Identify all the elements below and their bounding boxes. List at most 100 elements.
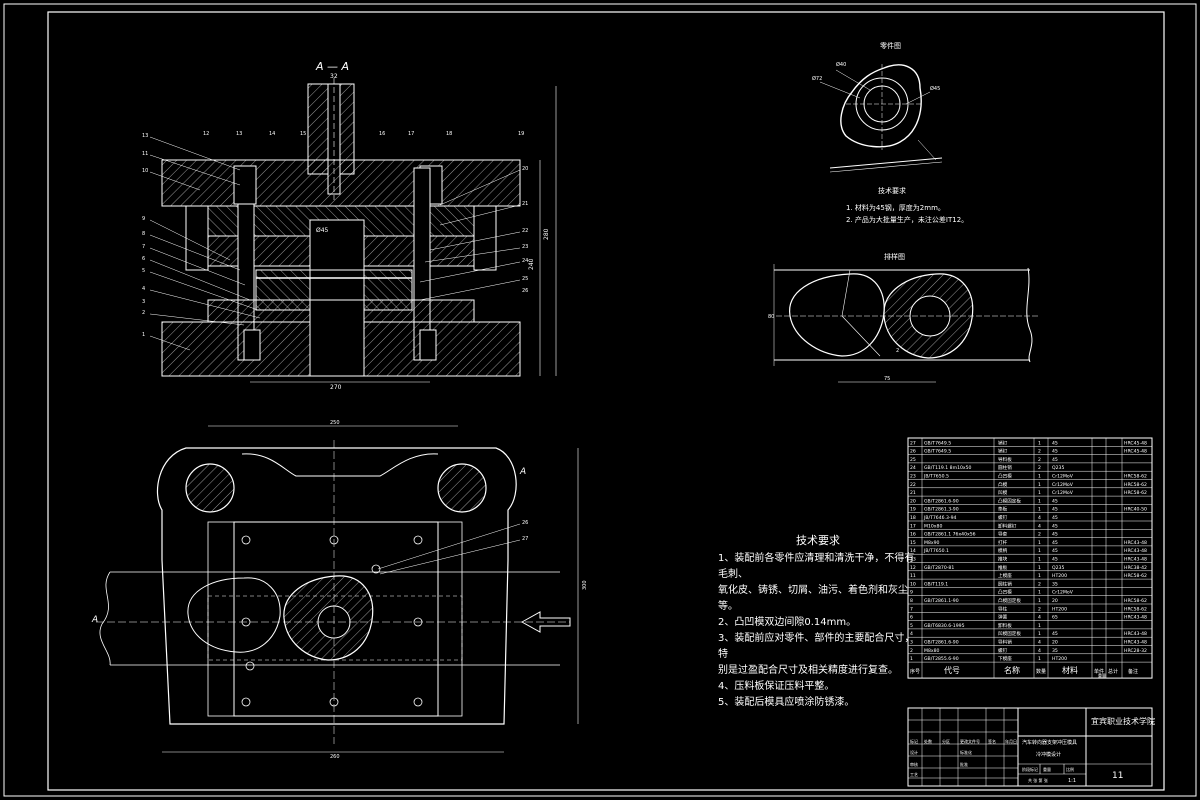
bom-cell: 螺钉 (998, 514, 1008, 521)
bom-cell: HRC58-62 (1124, 598, 1147, 604)
guide-pillar-left (185, 463, 235, 513)
bom-cell: HRC43-48 (1124, 548, 1147, 554)
bom-cell: 1 (1038, 548, 1041, 554)
bom-cell: HRC43-48 (1124, 557, 1147, 563)
bom-cell: 圆柱销 (998, 464, 1012, 471)
tb-number: 11 (1112, 771, 1123, 781)
bom-cell: HRC38-42 (1124, 565, 1147, 571)
bom-cell: 1 (1038, 540, 1041, 546)
part-dim: Ø72 (812, 75, 822, 82)
bom-cell: 凹模固定板 (998, 630, 1021, 637)
bom-cell: Cr12MoV (1052, 490, 1074, 496)
bom-cell: HRC58-62 (1124, 606, 1147, 612)
bom-cell: 20 (910, 498, 916, 504)
inner-border (47, 11, 1165, 791)
bom-cell: 6 (910, 615, 913, 621)
callout: 18 (446, 131, 452, 137)
tb-label: 批准 (960, 761, 968, 767)
outer-border (3, 3, 1197, 797)
bom-cell: Q235 (1052, 565, 1064, 571)
bom-cell: 2 (1038, 606, 1041, 612)
bom-header: 总计 (1108, 668, 1118, 675)
bom-cell: 25 (910, 457, 916, 463)
bom-cell: 推块 (998, 556, 1008, 563)
bom-cell: 2 (1038, 581, 1041, 587)
bom-cell: 7 (910, 606, 913, 612)
bom-cell: 4 (1038, 515, 1041, 521)
bom-cell: 45 (1052, 440, 1058, 446)
bom-cell: 4 (1038, 615, 1041, 621)
tb-label: 更改文件号 (960, 738, 980, 744)
bom-cell: 12 (910, 565, 916, 571)
callout: 2 (142, 310, 145, 316)
callout: 11 (142, 151, 148, 157)
bom-cell: HT200 (1052, 606, 1067, 612)
bom-cell: 11 (910, 573, 916, 579)
bom-cell: 销钉 (998, 448, 1008, 455)
bom-cell: 推板 (998, 564, 1008, 571)
bom-cell: 卸料螺钉 (998, 522, 1017, 529)
part-title: 零件图 (880, 41, 901, 50)
section-label: A — A (315, 60, 349, 73)
bom-header: 序号 (910, 668, 920, 675)
bom-cell: 13 (910, 557, 916, 563)
part-drawing: 零件图 Ø40 Ø72 Ø45 技术要求 1. 材料为45钢，厚度为2mm。 2… (812, 41, 968, 224)
tb-label: 阶段标记 (1022, 766, 1038, 772)
bom-cell: 2 (910, 648, 913, 654)
callout: 9 (142, 216, 145, 222)
tb-label: 审核 (910, 761, 918, 767)
bom-cell: 下模座 (998, 655, 1012, 662)
bom-cell: 45 (1052, 449, 1058, 455)
plan-callout: 26 (522, 520, 528, 526)
plan-callout: 27 (522, 536, 528, 542)
tb-label: 分区 (942, 738, 950, 744)
layout-gap: 2 (896, 348, 899, 354)
callout: 21 (522, 201, 528, 207)
callouts-left: 13 11 10 9 8 7 6 5 4 3 2 1 (142, 133, 148, 338)
bom-cell: 1 (1038, 631, 1041, 637)
bom-cell: 3 (910, 640, 913, 646)
tech-item: 5、装配后模具应喷涂防锈漆。 (718, 697, 855, 708)
bom-cell: 45 (1052, 498, 1058, 504)
bom-cell: GB/T2861.6-90 (924, 640, 959, 646)
bom-cell: 凸凹模 (998, 589, 1012, 596)
bom-cell: 1 (1038, 498, 1041, 504)
tech-title: 技术要求 (796, 534, 840, 547)
bom-cell: 上模座 (998, 572, 1012, 579)
bom-cell: 35 (1052, 648, 1058, 654)
bom-cell: HRC45-48 (1124, 440, 1147, 446)
bom-cell: HRC58-62 (1124, 573, 1147, 579)
layout-drawing: 排样图 75 80 2 (768, 252, 1040, 383)
callouts-top: 12 13 14 15 16 17 18 19 (203, 131, 524, 137)
bom-cell: 4 (1038, 523, 1041, 529)
bom-cell: 凸模固定板 (998, 497, 1021, 504)
bom-cell: 45 (1052, 507, 1058, 513)
bom-cell: 18 (910, 515, 916, 521)
tech-item: 氧化皮、铸锈、切屑、油污、着色剂和灰尘等。 (718, 585, 908, 612)
bom-cell: HRC43-48 (1124, 615, 1147, 621)
callout: 3 (142, 299, 145, 305)
bom-header-sub: 重量 (1098, 672, 1106, 678)
callout: 5 (142, 268, 145, 274)
bom-cell: JB/T7646.3-94 (923, 515, 957, 521)
callout: 4 (142, 286, 145, 292)
callout: 15 (300, 131, 306, 137)
bom-cell: Cr12MoV (1052, 474, 1074, 480)
bom-cell: 5 (910, 623, 913, 629)
tb-label: 重量 (1043, 766, 1051, 772)
part-note: 1. 材料为45钢，厚度为2mm。 (846, 203, 945, 212)
bom-cell: 弹簧 (998, 614, 1008, 621)
bom-cell: GB/T6830.6-1995 (924, 623, 965, 629)
bom-cell: 2 (1038, 457, 1041, 463)
bom-header: 名称 (1004, 665, 1020, 675)
section-view: A — A 32 Ø45 270 28 (142, 60, 557, 391)
dim-height-total: 280 (543, 228, 550, 240)
bom-cell: GB/T119.1 8m10x50 (924, 465, 972, 471)
part-dim: Ø40 (836, 61, 846, 68)
tb-drawing-name: 冷冲模设计 (1036, 751, 1061, 758)
bom-cell: 凸模固定板 (998, 597, 1021, 604)
bom-cell: 45 (1052, 523, 1058, 529)
tech-item: 2、凸凹模双边间隙0.14mm。 (718, 617, 857, 628)
